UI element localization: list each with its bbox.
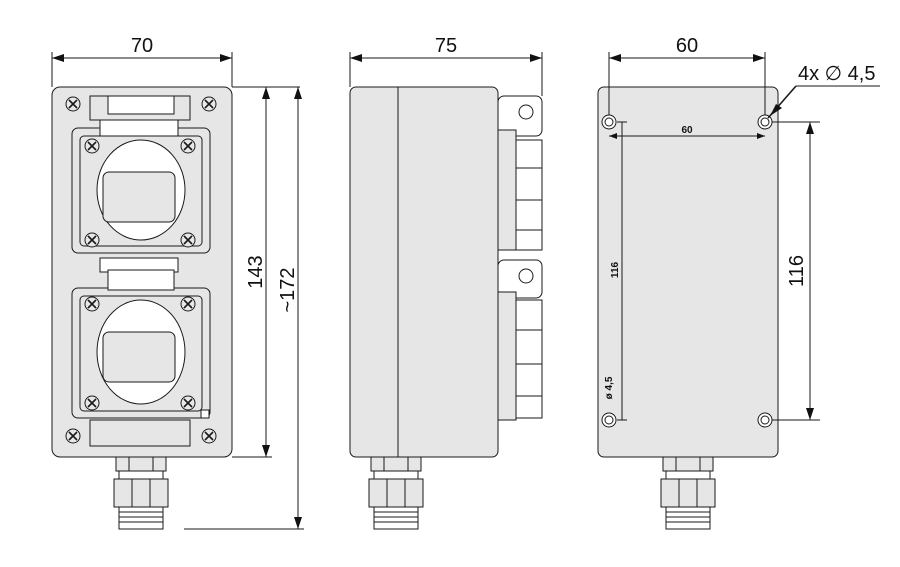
mounting-hole-icon xyxy=(601,114,617,130)
front-view: 70 143 ~172 xyxy=(51,35,304,530)
cable-gland-icon xyxy=(660,456,716,530)
screw-icon xyxy=(180,395,196,411)
front-height-label: 143 xyxy=(245,255,267,288)
rear-inner-height-label: 116 xyxy=(610,261,621,278)
bottom-label-plate xyxy=(89,419,191,447)
hinge-hole-icon xyxy=(518,268,534,284)
front-width-label: 70 xyxy=(131,35,153,57)
mounting-hole-icon xyxy=(757,412,773,428)
screw-icon xyxy=(84,232,100,248)
mounting-hole-icon xyxy=(757,114,773,130)
screw-icon xyxy=(84,138,100,154)
screw-icon xyxy=(180,138,196,154)
screw-icon xyxy=(180,232,196,248)
mounting-hole-icon xyxy=(601,412,617,428)
socket-upper xyxy=(71,119,211,254)
screw-icon xyxy=(84,395,100,411)
rear-enclosure xyxy=(597,86,779,458)
screw-icon xyxy=(180,296,196,312)
screw-icon xyxy=(84,296,100,312)
side-view: 75 xyxy=(349,35,543,530)
socket-lower xyxy=(71,257,211,419)
hinge-hole-icon xyxy=(518,104,534,120)
cable-gland-icon xyxy=(368,456,424,530)
screw-icon xyxy=(201,96,217,112)
side-depth-label: 75 xyxy=(435,35,457,57)
cable-gland-icon xyxy=(113,456,169,530)
rear-view: 60 116 ø 4,5 60 4x ∅ 4,5 116 xyxy=(597,35,880,530)
rear-width-label: 60 xyxy=(676,35,698,57)
screw-icon xyxy=(65,428,81,444)
rear-height-label: 116 xyxy=(786,255,808,287)
screw-icon xyxy=(201,428,217,444)
front-overall-height-label: ~172 xyxy=(277,267,299,312)
rear-inner-hole-label: ø 4,5 xyxy=(604,376,615,399)
rear-inner-width-label: 60 xyxy=(681,125,693,136)
rear-hole-label: 4x ∅ 4,5 xyxy=(798,63,875,85)
side-enclosure xyxy=(349,86,499,458)
screw-icon xyxy=(65,96,81,112)
ground-symbol-icon xyxy=(200,409,210,419)
